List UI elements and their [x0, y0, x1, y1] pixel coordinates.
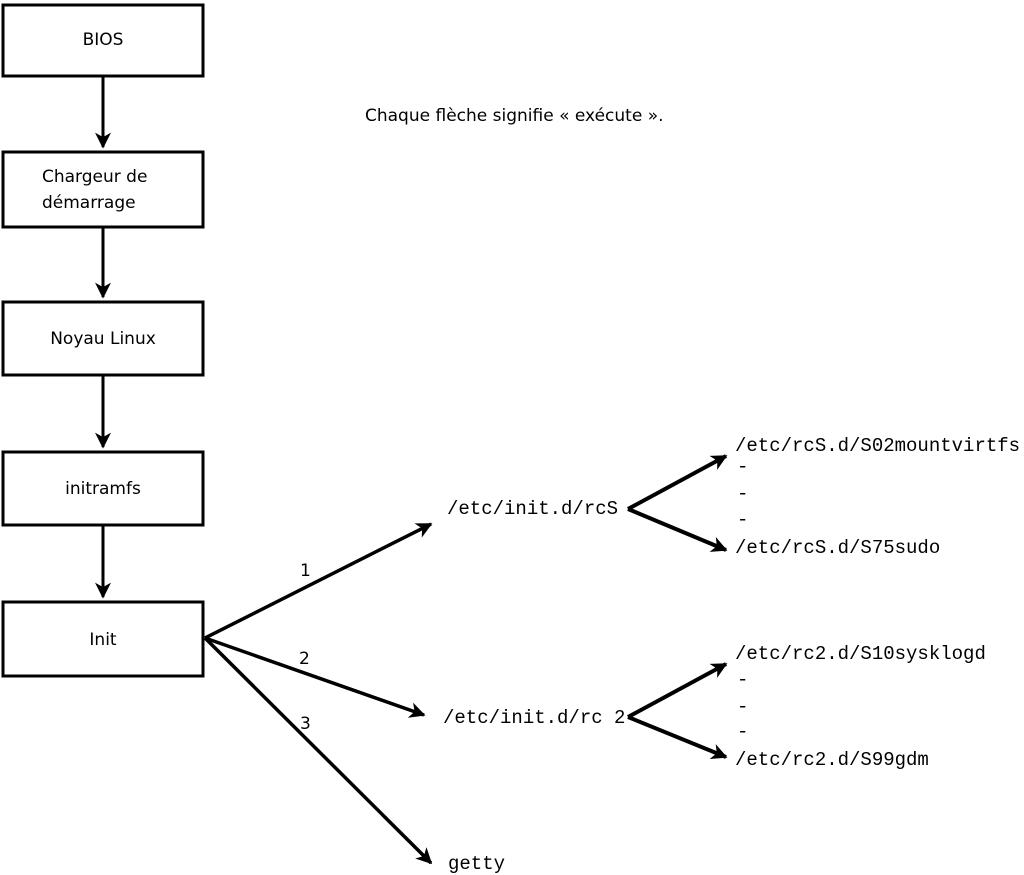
initramfs-box-label: initramfs	[65, 479, 141, 499]
arrow-rcs-to-last-script	[627, 507, 728, 552]
rcs-child-last: /etc/rcS.d/S75sudo	[735, 537, 940, 559]
init-box-label: Init	[89, 630, 117, 650]
arrow-init-to-rcs	[204, 522, 433, 640]
initramfs-box	[1, 450, 205, 527]
rc2-script-path: /etc/init.d/rc 2	[443, 707, 625, 729]
rcs-script-path: /etc/init.d/rcS	[447, 498, 618, 520]
rcs-ellipsis-dash-1: -	[737, 456, 748, 478]
arrow-init-to-rc2	[204, 636, 426, 718]
rc2-ellipsis-dash-2: -	[737, 696, 748, 718]
bootloader-box-label-line2: démarrage	[42, 193, 136, 213]
legend-note: Chaque flèche signifie « exécute ».	[365, 106, 664, 126]
rc2-child-last: /etc/rc2.d/S99gdm	[735, 749, 929, 771]
arrow-rcs-to-first-script	[627, 454, 728, 511]
init-box	[1, 600, 205, 678]
rcs-ellipsis-dash-2: -	[737, 483, 748, 505]
branch-label-2: 2	[299, 649, 310, 669]
arrow-rc2-to-first-script	[627, 662, 728, 719]
rcs-child-first: /etc/rcS.d/S02mountvirtfs	[735, 435, 1020, 457]
bios-box-label: BIOS	[83, 30, 124, 50]
bootloader-box-label-line1: Chargeur de	[42, 167, 147, 187]
rcs-ellipsis-dash-3: -	[737, 509, 748, 531]
arrow-rc2-to-last-script	[627, 715, 728, 759]
getty-label: getty	[448, 853, 505, 875]
arrow-init-to-getty	[203, 636, 433, 865]
branch-label-3: 3	[300, 714, 311, 734]
kernel-box	[1, 300, 205, 377]
rc2-ellipsis-dash-3: -	[737, 721, 748, 743]
bios-box	[1, 3, 205, 78]
rc2-child-first: /etc/rc2.d/S10sysklogd	[735, 643, 986, 665]
bootloader-box	[1, 150, 205, 229]
branch-label-1: 1	[300, 561, 311, 581]
kernel-box-label: Noyau Linux	[50, 329, 156, 349]
rc2-ellipsis-dash-1: -	[737, 669, 748, 691]
